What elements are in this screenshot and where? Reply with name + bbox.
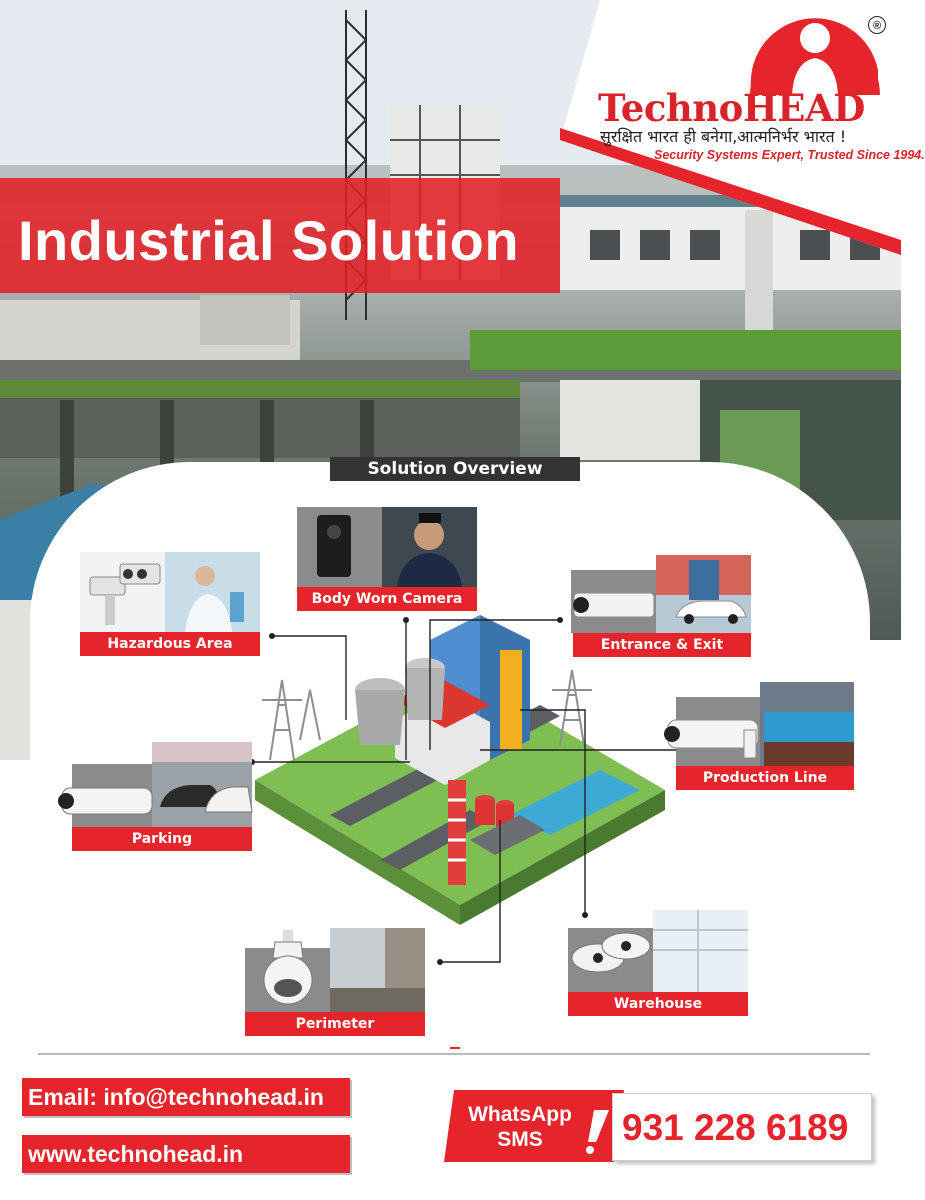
- box-camera-icon: [571, 555, 751, 633]
- tile-label-entrance-exit: Entrance & Exit: [573, 633, 751, 657]
- phone-box: [612, 1093, 872, 1161]
- brand-tagline: Security Systems Expert, Trusted Since 1…: [654, 148, 925, 162]
- registered-mark: ®: [868, 16, 886, 34]
- tile-label-parking: Parking: [72, 827, 252, 851]
- thermal-camera-icon: [80, 552, 260, 632]
- phone-number[interactable]: 931 228 6189: [622, 1107, 849, 1148]
- brand-hindi-tagline: सुरक्षित भारत ही बनेगा,आत्मनिर्भर भारत !: [600, 127, 847, 146]
- email-link[interactable]: Email: info@technohead.in: [22, 1078, 350, 1116]
- tile-label-production-line: Production Line: [676, 766, 854, 790]
- ptz-dome-camera-icon: [245, 928, 425, 1012]
- whatsapp-sms-label: WhatsApp SMS: [450, 1102, 590, 1152]
- body-worn-camera-icon: [297, 507, 477, 587]
- title-banner: [0, 178, 560, 293]
- whatsapp-label: WhatsApp: [468, 1103, 572, 1126]
- tile-label-body-worn-camera: Body Worn Camera: [297, 587, 477, 611]
- sms-label: SMS: [497, 1128, 543, 1151]
- tile-label-perimeter: Perimeter: [245, 1012, 425, 1036]
- bullet-camera-icon: [58, 742, 253, 827]
- footer-divider: [38, 1053, 870, 1055]
- tile-hazardous-area: Hazardous Area: [80, 552, 260, 656]
- brand-logo-text: TechnoHEAD: [598, 86, 865, 130]
- page-title: Industrial Solution: [18, 209, 520, 272]
- tile-parking: Parking: [58, 742, 253, 852]
- tile-body-worn-camera: Body Worn Camera: [297, 507, 477, 611]
- tile-label-hazardous-area: Hazardous Area: [80, 632, 260, 656]
- whatsapp-sms-badge: [444, 1090, 624, 1162]
- tile-warehouse: Warehouse: [568, 910, 748, 1016]
- logo-background: [560, 0, 901, 255]
- website-link[interactable]: www.technohead.in: [22, 1135, 350, 1173]
- overview-diagram: [249, 615, 753, 965]
- fisheye-camera-icon: [568, 910, 748, 992]
- tile-entrance-exit: Entrance & Exit: [571, 555, 751, 659]
- tile-production-line: Production Line: [664, 682, 854, 790]
- divider-accent: [450, 1047, 460, 1049]
- bullet-camera-icon: [664, 682, 854, 766]
- solution-overview-heading: Solution Overview: [330, 457, 580, 481]
- tile-perimeter: Perimeter: [245, 928, 425, 1036]
- tile-label-warehouse: Warehouse: [568, 992, 748, 1016]
